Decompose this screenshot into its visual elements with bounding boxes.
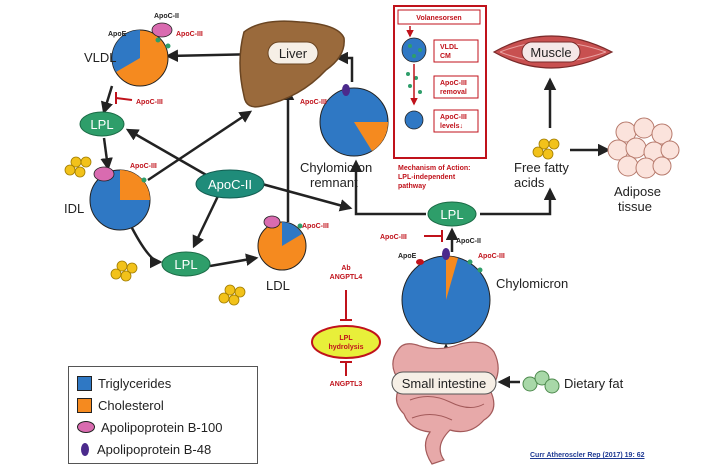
idl-particle: IDL ApoC-III [64, 163, 157, 231]
vldl-apocii-label: ApoC-II [154, 13, 179, 20]
adipose-label-line1: Adipose [614, 184, 661, 199]
small-intestine: Small intestine [391, 341, 499, 465]
angptl3-label: ANGPTL3 [330, 381, 363, 388]
vldl-cm-line2: CM [440, 53, 451, 60]
arrow-lpl-to-remnant [349, 159, 426, 216]
vldl-apociii-label: ApoC-III [176, 31, 203, 38]
legend-cholesterol-label: Cholesterol [98, 397, 164, 413]
arrow-lpl-to-ffa [480, 187, 557, 216]
apob48-swatch [81, 442, 89, 456]
pathway-arrows [100, 49, 611, 389]
legend-item-cholesterol: Cholesterol [77, 395, 164, 415]
ffa-label-line1: Free fatty [514, 160, 569, 175]
fat-droplets-icon [522, 370, 560, 394]
ffa-label-line2: acids [514, 175, 545, 190]
lpl-middle-label: LPL [174, 257, 197, 272]
mechanism-caption-line1: Mechanism of Action: [398, 165, 470, 172]
chylo-apoe-label: ApoE [398, 253, 417, 260]
vldl-particle: VLDL ApoE ApoC-II ApoC-III [84, 13, 203, 87]
muscle: Muscle [492, 35, 614, 69]
arrow-apocii-to-lpl-top [125, 128, 209, 178]
ldl-particle: LDL ApoC-III [257, 215, 329, 293]
apociii-levels-line2: levels↓ [440, 123, 463, 130]
mechanism-caption-line2: LPL-independent [398, 174, 456, 181]
chylomicron-remnant-particle: ApoC-III Chylomicron remnant [300, 84, 389, 190]
lpl-right-node: LPL [427, 201, 477, 227]
liver: Liver [239, 20, 345, 108]
mechanism-of-action-box: Volanesorsen VLDL CM ApoC-III removal Ap… [393, 5, 487, 159]
lpl-hydrolysis-node [311, 325, 381, 359]
apob100-marker [151, 22, 173, 38]
lpl-top-node: LPL [79, 111, 125, 137]
arrow-lpl-to-idl [100, 137, 113, 171]
apob100-swatch [77, 421, 95, 433]
cholesterol-swatch [77, 397, 92, 413]
apob100-marker [263, 215, 281, 229]
legend-triglycerides-label: Triglycerides [98, 375, 172, 391]
legend-apob48-label: Apolipoprotein B-48 [97, 441, 212, 457]
apociii-levels-line1: ApoC-III [440, 114, 467, 121]
apocii-center-node: ApoC-II [195, 169, 265, 199]
apocii-center-label: ApoC-II [208, 177, 252, 192]
adipose-label-line2: tissue [618, 199, 652, 214]
ldl-apociii-label: ApoC-III [302, 223, 329, 230]
angptl4-label: ANGPTL4 [330, 274, 363, 281]
lpl-middle-node: LPL [161, 251, 211, 277]
chylomicron-remnant-label-line2: remnant [310, 175, 358, 190]
chylomicron-label: Chylomicron [496, 276, 568, 291]
small-intestine-label: Small intestine [402, 376, 487, 391]
arrow-apocii-to-lpl-middle [192, 195, 220, 249]
liver-label: Liver [279, 46, 308, 61]
arrow-remnant-to-liver [335, 51, 354, 82]
legend-apob100-label: Apolipoprotein B-100 [101, 419, 223, 435]
apociii-removal-line1: ApoC-III [440, 80, 467, 87]
adipose-cells-icon [607, 117, 680, 179]
arrow-apocii-to-lpl-right [261, 182, 353, 212]
arrow-vldl-to-lpl [100, 85, 114, 115]
idl-label: IDL [64, 201, 84, 216]
remnant-apociii-label: ApoC-III [300, 99, 327, 106]
volanesorsen-label: Volanesorsen [416, 15, 461, 22]
fatty-acid-droplets [64, 156, 246, 306]
triglyceride-swatch [77, 375, 92, 391]
ldl-label: LDL [266, 278, 290, 293]
vldl-lpl-apociii-label: ApoC-III [136, 99, 163, 106]
ab-label: Ab [341, 265, 350, 272]
legend-item-apob100: Apolipoprotein B-100 [77, 417, 222, 437]
legend-item-triglycerides: Triglycerides [77, 373, 171, 393]
free-fatty-acids: Free fatty acids [514, 138, 569, 190]
dietary-fat-label: Dietary fat [564, 376, 624, 391]
apob100-marker [93, 166, 115, 182]
mechanism-caption-line3: pathway [398, 183, 426, 190]
chylomicron-particle: ApoE ApoC-II ApoC-III Chylomicron [398, 238, 568, 345]
lpl-top-label: LPL [90, 117, 113, 132]
lpl-hydrolysis-line2: hydrolysis [328, 344, 363, 351]
muscle-label: Muscle [530, 45, 571, 60]
legend-item-apob48: Apolipoprotein B-48 [77, 439, 211, 459]
dietary-fat: Dietary fat [522, 370, 624, 394]
citation[interactable]: Curr Atheroscler Rep (2017) 19: 62 [530, 452, 645, 459]
arrow-idl-to-lpl-middle [130, 227, 163, 269]
adipose-tissue: Adipose tissue [607, 117, 680, 214]
chylomicron-remnant-label-line1: Chylomicron [300, 160, 372, 175]
angptl-regulation: Ab ANGPTL4 LPL hydrolysis ANGPTL3 [311, 265, 381, 388]
arrow-lpl-to-ldl [209, 253, 259, 268]
lpl-right-label: LPL [440, 207, 463, 222]
chylo-inhibit-apociii-label: ApoC-III [380, 234, 407, 241]
vldl-apoe-label: ApoE [108, 31, 127, 38]
legend: Triglycerides Cholesterol Apolipoprotein… [68, 366, 258, 464]
intestine-icon [392, 341, 499, 465]
chylo-apociii-label: ApoC-III [478, 253, 505, 260]
vldl-cm-line1: VLDL [440, 44, 459, 51]
lpl-hydrolysis-line1: LPL [339, 335, 353, 342]
apob48-marker [342, 84, 350, 96]
chylo-apocii-label: ApoC-II [456, 238, 481, 245]
inhibition-markers [115, 92, 443, 376]
vldl-label: VLDL [84, 50, 117, 65]
apob48-marker [442, 248, 450, 260]
apociii-removal-line2: removal [440, 89, 467, 96]
idl-apociii-label: ApoC-III [130, 163, 157, 170]
arrow-idl-to-liver [147, 110, 253, 182]
